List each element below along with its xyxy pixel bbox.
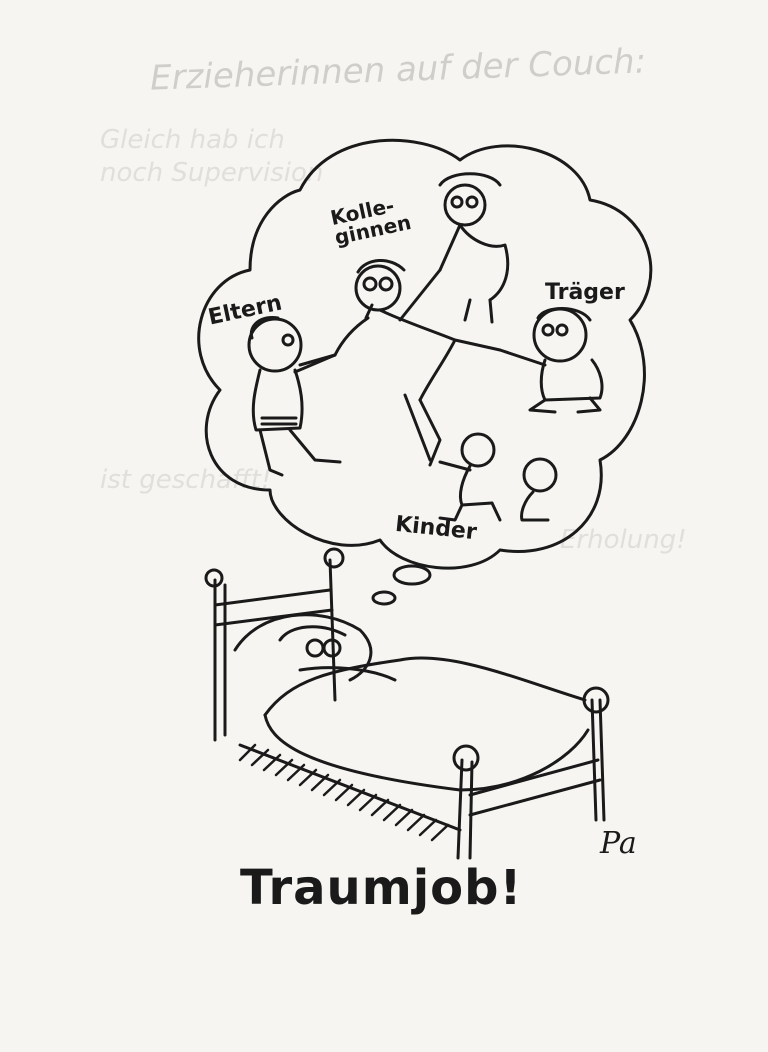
bleed-through-line-4: Erholung! xyxy=(560,525,687,555)
artist-signature: Pa xyxy=(600,826,637,861)
bleed-through-line-3: ist geschafft! xyxy=(100,465,272,495)
bed xyxy=(204,547,610,860)
thought-bubble-large xyxy=(392,564,432,586)
children-figures xyxy=(438,432,558,522)
cartoon-caption: Traumjob! xyxy=(240,860,523,916)
thought-bubble-small xyxy=(371,590,397,606)
label-carrier: Träger xyxy=(545,280,625,305)
thought-cloud xyxy=(197,138,653,570)
bleed-through-line-1: Gleich hab ich xyxy=(100,125,285,155)
floor-shadow xyxy=(238,743,450,842)
carrier-figure xyxy=(498,307,604,414)
bleed-through-line-2: noch Supervision xyxy=(100,158,324,188)
parent-figure xyxy=(247,315,342,477)
stretched-figure xyxy=(298,259,502,467)
colleague-figure xyxy=(438,172,510,324)
